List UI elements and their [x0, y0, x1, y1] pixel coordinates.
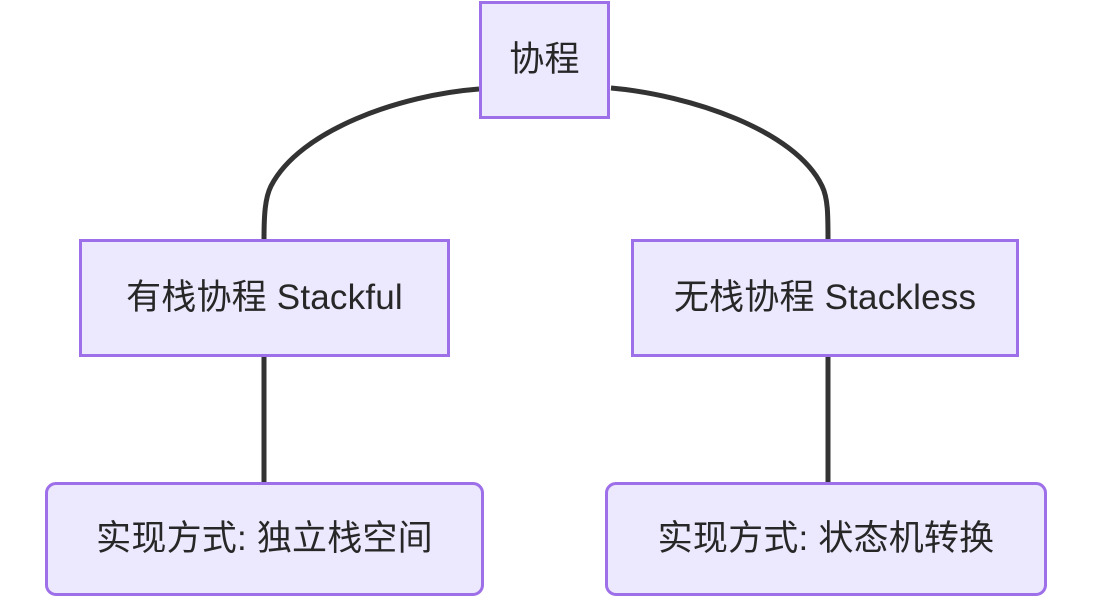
- node-stackless[interactable]: 无栈协程 Stackless: [631, 239, 1019, 357]
- node-stackful[interactable]: 有栈协程 Stackful: [79, 239, 450, 357]
- node-label-stackful-implementation: 实现方式: 独立栈空间: [96, 519, 433, 558]
- edge-root-to-stackless: [610, 85, 831, 241]
- node-label-root: 协程: [509, 40, 580, 79]
- node-stackful-implementation[interactable]: 实现方式: 独立栈空间: [45, 482, 484, 596]
- node-stackless-implementation[interactable]: 实现方式: 状态机转换: [605, 482, 1047, 596]
- node-label-stackless: 无栈协程 Stackless: [673, 278, 977, 317]
- node-label-stackless-implementation: 实现方式: 状态机转换: [657, 519, 995, 558]
- node-label-stackful: 有栈协程 Stackful: [126, 278, 403, 317]
- node-coroutine-root[interactable]: 协程: [479, 1, 610, 119]
- edge-root-to-stackful: [261, 86, 480, 241]
